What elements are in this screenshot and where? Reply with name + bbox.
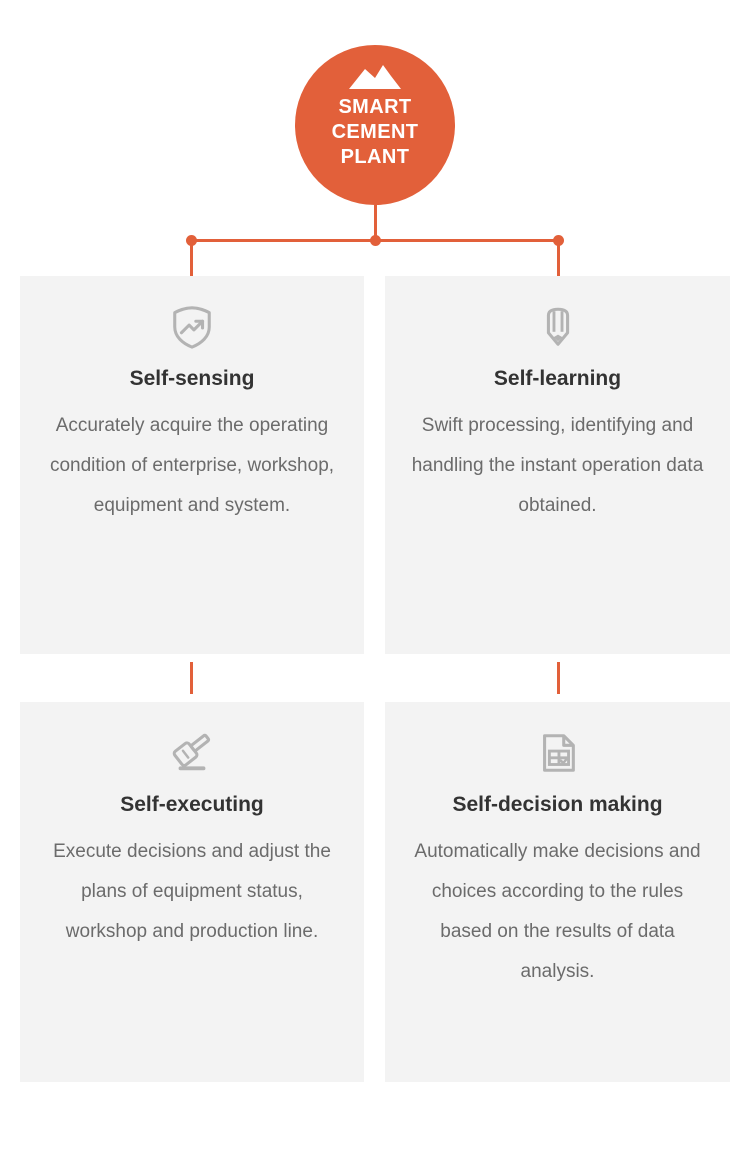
mountain-icon — [349, 65, 401, 89]
connector-dot-center — [370, 235, 381, 246]
shield-trend-icon — [173, 306, 211, 349]
connector-hub-stem — [374, 205, 377, 241]
card-title: Self-sensing — [129, 367, 255, 390]
card-title: Self-learning — [493, 367, 622, 390]
connector-dot-left — [186, 235, 197, 246]
feature-card-self-executing: Self-executing Execute decisions and adj… — [20, 702, 364, 1082]
feature-card-self-decision-making: Self-decision making Automatically make … — [385, 702, 730, 1082]
card-body: Automatically make decisions and choices… — [414, 841, 701, 982]
card-body: Swift processing, identifying and handli… — [411, 415, 704, 516]
document-check-icon — [542, 734, 575, 772]
connector-drop-left-mid — [190, 662, 193, 694]
gavel-icon — [172, 733, 211, 771]
connector-dot-right — [553, 235, 564, 246]
smart-cement-plant-hub: SMART CEMENT PLANT — [295, 45, 455, 205]
card-title: Self-decision making — [452, 793, 663, 816]
feature-card-self-sensing: Self-sensing Accurately acquire the oper… — [20, 276, 364, 654]
connector-drop-right-mid — [557, 662, 560, 694]
connector-drop-right-top — [557, 245, 560, 277]
connector-drop-left-top — [190, 245, 193, 277]
card-title: Self-executing — [120, 793, 264, 816]
hub-title: SMART CEMENT PLANT — [331, 96, 419, 168]
feature-card-self-learning: Self-learning Swift processing, identify… — [385, 276, 730, 654]
card-body: Execute decisions and adjust the plans o… — [53, 841, 331, 942]
card-body: Accurately acquire the operating conditi… — [49, 415, 335, 516]
pencil-icon — [546, 307, 569, 346]
